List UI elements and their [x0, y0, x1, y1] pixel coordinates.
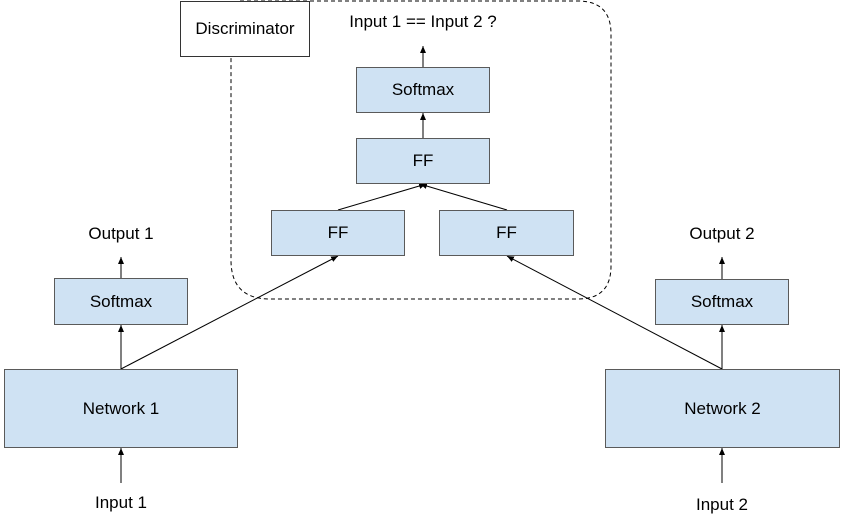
arrow-left-ff-to-top-ff: [337, 183, 427, 211]
discriminator-left-ff-box: FF: [271, 210, 405, 256]
arrow-network2-to-right-ff: [506, 255, 723, 370]
softmax1-box: Softmax: [54, 278, 188, 325]
discriminator-label-box: Discriminator: [180, 1, 310, 57]
output2-label: Output 2: [689, 224, 755, 243]
output1-label: Output 1: [88, 224, 154, 243]
network1-label: Network 1: [82, 398, 160, 418]
arrow-right-ff-to-top-ff: [419, 183, 508, 211]
discriminator-softmax-box: Softmax: [356, 67, 490, 113]
discriminator-region-outline: [230, 0, 612, 300]
discriminator-left-ff-label: FF: [327, 223, 349, 242]
input1-label: Input 1: [95, 493, 147, 512]
network1-box: Network 1: [4, 369, 238, 448]
softmax2-label: Softmax: [690, 292, 754, 311]
discriminator-softmax-label: Softmax: [391, 80, 455, 99]
discriminator-top-ff-box: FF: [356, 138, 490, 184]
discriminator-top-ff-label: FF: [412, 151, 434, 170]
softmax1-label: Softmax: [89, 291, 153, 311]
discriminator-right-ff-box: FF: [439, 210, 574, 256]
question-label: Input 1 == Input 2 ?: [349, 12, 497, 31]
arrow-network1-to-left-ff: [120, 255, 339, 370]
softmax2-box: Softmax: [655, 279, 789, 325]
discriminator-right-ff-label: FF: [496, 223, 517, 242]
network2-box: Network 2: [605, 369, 840, 448]
network2-label: Network 2: [684, 398, 761, 418]
discriminator-label: Discriminator: [195, 19, 295, 38]
input2-label: Input 2: [696, 495, 748, 514]
